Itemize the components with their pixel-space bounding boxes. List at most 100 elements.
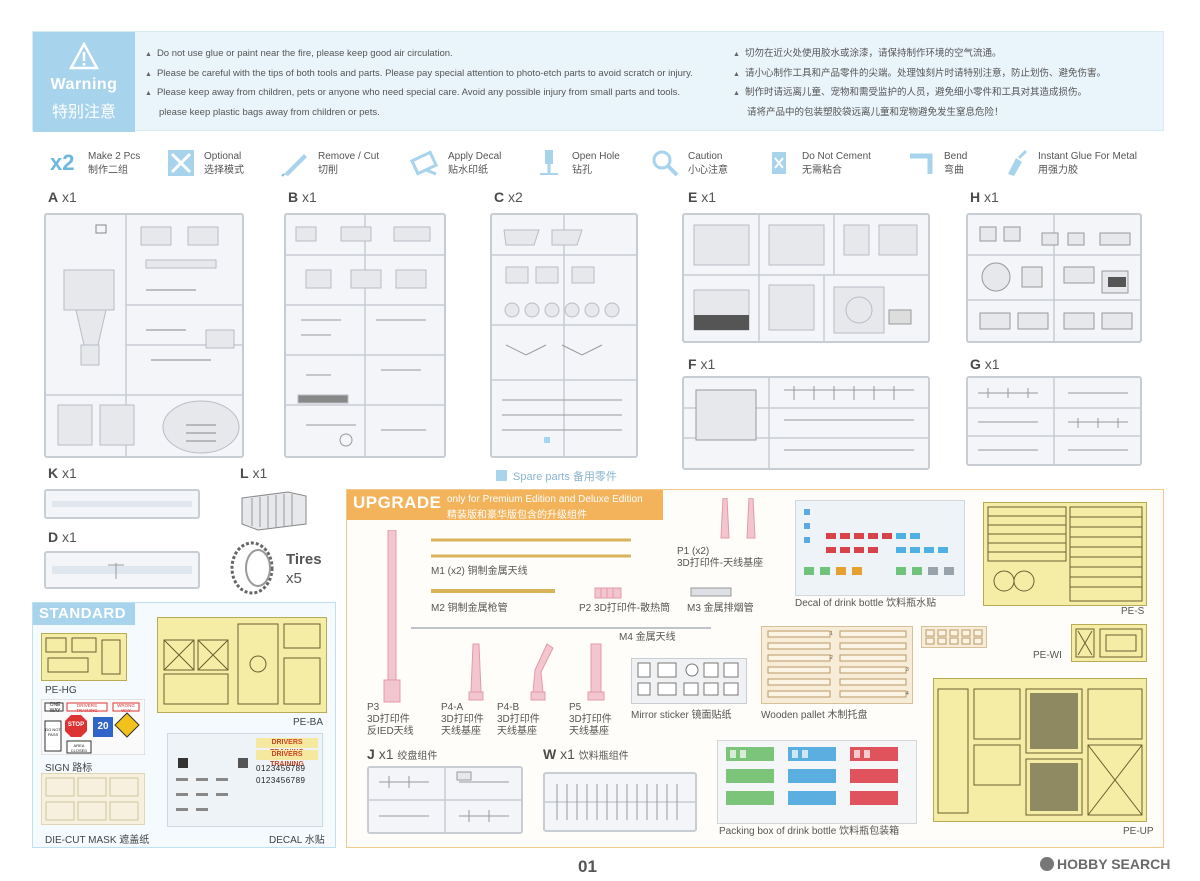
packing-box-parts bbox=[726, 747, 898, 805]
remove-cut-icon bbox=[281, 154, 307, 177]
sprue-e-label: E x1 bbox=[688, 189, 717, 205]
legend-en: Optional bbox=[204, 151, 242, 162]
upgrade-subtitle-en: only for Premium Edition and Deluxe Edit… bbox=[447, 494, 643, 505]
sprue-k-parts bbox=[52, 501, 192, 507]
sprue-d-label: D x1 bbox=[48, 529, 77, 545]
p5-part bbox=[587, 643, 605, 701]
legend-cn: 无需粘合 bbox=[802, 165, 842, 176]
legend-cn: 弯曲 bbox=[944, 165, 964, 176]
pe-up-sheet bbox=[933, 678, 1147, 822]
sprue-l-part bbox=[241, 491, 307, 531]
sprue-c bbox=[490, 213, 638, 458]
standard-section: STANDARD PE-HG PE-BA ONE WAY DRIVERS TRA… bbox=[32, 602, 336, 848]
p1-label: P1 (x2)3D打印件-天线基座 bbox=[677, 546, 764, 569]
sprue-b-parts bbox=[286, 215, 444, 456]
warning-line-cn: 制作时请远离儿童、宠物和需受监护的人员，避免细小零件和工具对其造成损伤。 bbox=[733, 84, 1106, 104]
decal-digits-2: 0123456789 bbox=[256, 776, 306, 785]
legend-en: Make 2 Pcs bbox=[88, 151, 141, 162]
m3-exhaust-part bbox=[690, 587, 732, 597]
drink-bottle-decal-parts bbox=[804, 509, 954, 575]
sign-area-closed: AREA CLOSED bbox=[70, 743, 88, 753]
m2-brass-barrel-part bbox=[431, 589, 555, 593]
warning-line: Please keep away from children, pets or … bbox=[145, 84, 693, 104]
pallet-num: 1 bbox=[830, 631, 833, 637]
pallet-block-parts bbox=[925, 629, 983, 645]
pe-wi-sheet bbox=[1071, 624, 1147, 662]
packing-box-sheet bbox=[717, 740, 917, 824]
tire-icon bbox=[230, 541, 274, 595]
watermark-logo-icon bbox=[1040, 857, 1054, 871]
watermark-text: HOBBY SEARCH bbox=[1057, 856, 1171, 872]
pallet-num: 2 bbox=[830, 655, 833, 661]
instant-glue-icon bbox=[1008, 149, 1028, 176]
pe-hg-label: PE-HG bbox=[45, 685, 77, 696]
warning-line-cn: 切勿在近火处使用胶水或涂漆，请保持制作环境的空气流通。 bbox=[733, 45, 1106, 65]
optional-icon bbox=[168, 150, 194, 176]
tires-count: x5 bbox=[286, 570, 302, 587]
legend-cn: 钻孔 bbox=[572, 165, 592, 176]
pe-up-label: PE-UP bbox=[1123, 826, 1154, 837]
decal-header: DRIVERS TRAINING bbox=[256, 738, 318, 756]
sprue-a bbox=[44, 213, 244, 458]
sprue-h-label: H x1 bbox=[970, 189, 999, 205]
sprue-d bbox=[44, 551, 200, 589]
packing-box-label: Packing box of drink bottle 饮料瓶包装箱 bbox=[719, 826, 900, 837]
sprue-k bbox=[44, 489, 200, 519]
sprue-k-label: K x1 bbox=[48, 465, 77, 481]
sprue-j-parts bbox=[369, 768, 521, 832]
legend-cn: 用强力胶 bbox=[1038, 165, 1078, 176]
mirror-sticker-parts bbox=[637, 662, 739, 696]
sign-drivers-training: DRIVERS TRAINING bbox=[76, 703, 98, 713]
legend-cn: 切削 bbox=[318, 165, 338, 176]
legend-en: Do Not Cement bbox=[802, 151, 871, 162]
pe-wi-parts bbox=[1075, 628, 1143, 658]
mirror-sticker-label: Mirror sticker 镜面贴纸 bbox=[631, 710, 732, 721]
warning-panel: Warning 特别注意 Do not use glue or paint ne… bbox=[32, 31, 1164, 132]
sprue-e bbox=[682, 213, 930, 343]
sprue-b-label: B x1 bbox=[288, 189, 317, 205]
spare-parts-label: Spare parts 备用零件 bbox=[513, 471, 617, 483]
upgrade-subtitle-cn: 精装版和豪华版包含的升级组件 bbox=[447, 510, 587, 521]
decal-label: DECAL 水贴 bbox=[269, 835, 325, 846]
pe-ba-sheet bbox=[157, 617, 327, 713]
die-cut-mask-sheet bbox=[41, 773, 145, 825]
wooden-pallet-label: Wooden pallet 木制托盘 bbox=[761, 710, 868, 721]
sign-speed: 20 bbox=[97, 721, 109, 732]
drink-bottle-decal-label: Decal of drink bottle 饮料瓶水贴 bbox=[795, 598, 937, 609]
sprue-a-parts bbox=[46, 215, 242, 456]
sprue-h-parts bbox=[968, 215, 1140, 341]
warning-line: Do not use glue or paint near the fire, … bbox=[145, 45, 693, 65]
sprue-f-label: F x1 bbox=[688, 356, 716, 372]
sign-parts bbox=[40, 698, 146, 756]
p1-antenna-base-part bbox=[720, 498, 756, 539]
sprue-a-label: A x1 bbox=[48, 189, 77, 205]
die-cut-mask-parts bbox=[45, 777, 139, 821]
warning-badge: Warning 特别注意 bbox=[33, 32, 135, 132]
warning-line: Please be careful with the tips of both … bbox=[145, 65, 693, 85]
sprue-f bbox=[682, 376, 930, 470]
pe-ba-parts bbox=[163, 623, 321, 705]
spare-parts-note: Spare parts 备用零件 bbox=[496, 468, 617, 484]
warning-en-text: Do not use glue or paint near the fire, … bbox=[145, 45, 693, 122]
sprue-g bbox=[966, 376, 1142, 466]
sprue-c-label: C x2 bbox=[494, 189, 523, 205]
warning-cn-text: 切勿在近火处使用胶水或涂漆，请保持制作环境的空气流通。 请小心制作工具和产品零件… bbox=[733, 45, 1106, 122]
pallet-num: 4 bbox=[906, 691, 909, 697]
pe-ba-label: PE-BA bbox=[293, 717, 324, 728]
sign-one-way: ONE WAY bbox=[49, 702, 61, 714]
sprue-h bbox=[966, 213, 1142, 343]
sprue-l-label: L x1 bbox=[240, 465, 268, 481]
legend-en: Bend bbox=[944, 151, 968, 162]
apply-decal-icon bbox=[410, 150, 439, 176]
sprue-g-label: G x1 bbox=[970, 356, 1000, 372]
warning-title-cn: 特别注意 bbox=[51, 104, 116, 121]
decal-digits: 0123456789 bbox=[256, 764, 306, 773]
page-number: 01 bbox=[578, 857, 597, 876]
legend-cn: 制作二组 bbox=[88, 165, 128, 176]
sprue-j bbox=[367, 766, 523, 834]
sign-stop: STOP bbox=[67, 722, 85, 728]
legend-cn: 小心注意 bbox=[688, 165, 728, 176]
legend-en: Apply Decal bbox=[448, 151, 502, 162]
